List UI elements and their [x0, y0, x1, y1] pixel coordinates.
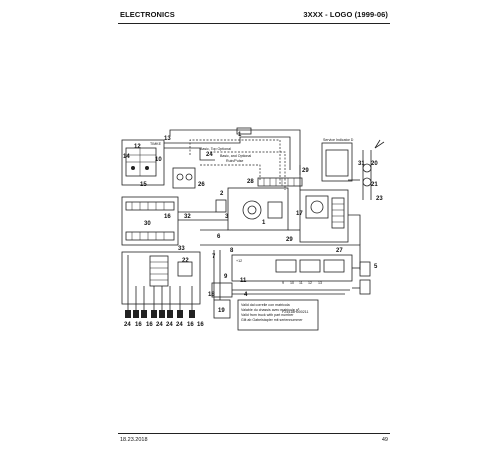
service-indicator-box	[321, 142, 353, 182]
callout: 19	[218, 308, 225, 314]
validity-note-box	[237, 299, 319, 331]
plug-20	[211, 282, 233, 298]
motor-symbol	[242, 200, 262, 220]
bottom-callout: 16	[187, 322, 194, 328]
header-model-code: 3XXX - LOGO (1999-06)	[303, 10, 388, 19]
bottom-callout: 24	[176, 322, 183, 328]
pin-label: 12	[308, 281, 312, 285]
note-line: Valable du chassis avec matricule nº	[241, 308, 300, 312]
bottom-callout: 16	[135, 322, 142, 328]
switch-28	[215, 199, 227, 213]
callout: 28	[247, 179, 254, 185]
callout: 9	[224, 274, 228, 280]
callout: 24	[206, 152, 213, 158]
header-section-title: ELECTRONICS	[120, 10, 175, 19]
control-board	[299, 189, 349, 243]
bottom-callout: 16	[146, 322, 153, 328]
header-rule	[118, 23, 390, 24]
callout: 16	[164, 214, 171, 220]
callout: 29	[302, 168, 309, 174]
plug-19	[213, 299, 231, 319]
callout: 32	[184, 214, 191, 220]
relay-18	[359, 261, 371, 277]
callout: 17	[296, 211, 303, 217]
sensor-22	[362, 177, 372, 187]
callout: 4	[244, 292, 248, 298]
callout: 3	[225, 214, 229, 220]
footer-rule	[118, 433, 390, 434]
note-line: Valid from truck with part number	[241, 313, 294, 317]
callout: 15	[140, 182, 147, 188]
mid-subtitle: Ruin/Pulse	[226, 159, 243, 163]
terminal-strip	[231, 254, 353, 282]
callout: 13	[164, 136, 171, 142]
pin-label: +12	[236, 259, 242, 263]
callout: 26	[198, 182, 205, 188]
callout: 21	[371, 182, 378, 188]
timer-label: TIMKE	[150, 142, 162, 146]
pin-label: 11	[299, 281, 303, 285]
bottom-callout: 24	[156, 322, 163, 328]
callout: 23	[376, 196, 383, 202]
callout: 20	[371, 161, 378, 167]
callout: 1	[262, 220, 266, 226]
callout: 33	[178, 246, 185, 252]
callout: 14	[123, 154, 130, 160]
connector-25	[236, 127, 252, 135]
note-line: Valid dal correlle con matricola	[241, 303, 290, 307]
bottom-connectors	[125, 310, 195, 318]
callout: 8	[230, 248, 234, 254]
footer-date: 18.23.2018	[120, 437, 148, 443]
pin-label: 13	[318, 281, 322, 285]
page-number: 49	[381, 437, 388, 443]
control-unit-30	[121, 196, 179, 246]
bottom-callout: 16	[197, 322, 204, 328]
bottom-callout: 24	[166, 322, 173, 328]
pin-label: 10	[290, 281, 294, 285]
pin-label: 9	[282, 281, 284, 285]
callout: 11	[240, 278, 247, 284]
connector-strip	[257, 177, 303, 187]
relay-33	[177, 261, 193, 277]
mid-title: Basic, and Optional	[220, 154, 251, 158]
bottom-callout: 24	[124, 322, 131, 328]
callout: 1	[238, 132, 242, 138]
timer-module-box	[121, 139, 165, 186]
service-indicator-label: Service Indicator D	[323, 138, 354, 142]
callout: 29	[286, 237, 293, 243]
callout: 27	[336, 248, 343, 254]
terminal-pins: +12 9 10 11 12 13	[236, 259, 322, 285]
callout: 12	[134, 144, 141, 150]
callout: 18	[208, 292, 215, 298]
callout: 5	[374, 264, 378, 270]
harness-box	[121, 251, 201, 305]
callout: 6	[217, 234, 221, 240]
callouts: 1 24 13 12 14 10 26 28 29 27 31 32 30 17…	[123, 132, 383, 314]
relay-module	[172, 167, 196, 189]
upper-title: Basic, Top Optional	[200, 147, 231, 151]
callout: 31	[358, 161, 365, 167]
part-number: F24418H000211	[282, 310, 309, 314]
callout: 2	[220, 191, 224, 197]
note-line: Gilt ab Gabelstapler mit seriennummer	[241, 318, 303, 322]
callout: 10	[155, 157, 162, 163]
motor-controller	[227, 187, 289, 231]
bottom-callouts: 24 16 16 24 24 24 16 16	[124, 322, 204, 328]
central-connector	[149, 255, 169, 287]
callout: 30	[144, 221, 151, 227]
callout: 22	[182, 258, 189, 264]
callout: 7	[212, 254, 216, 260]
